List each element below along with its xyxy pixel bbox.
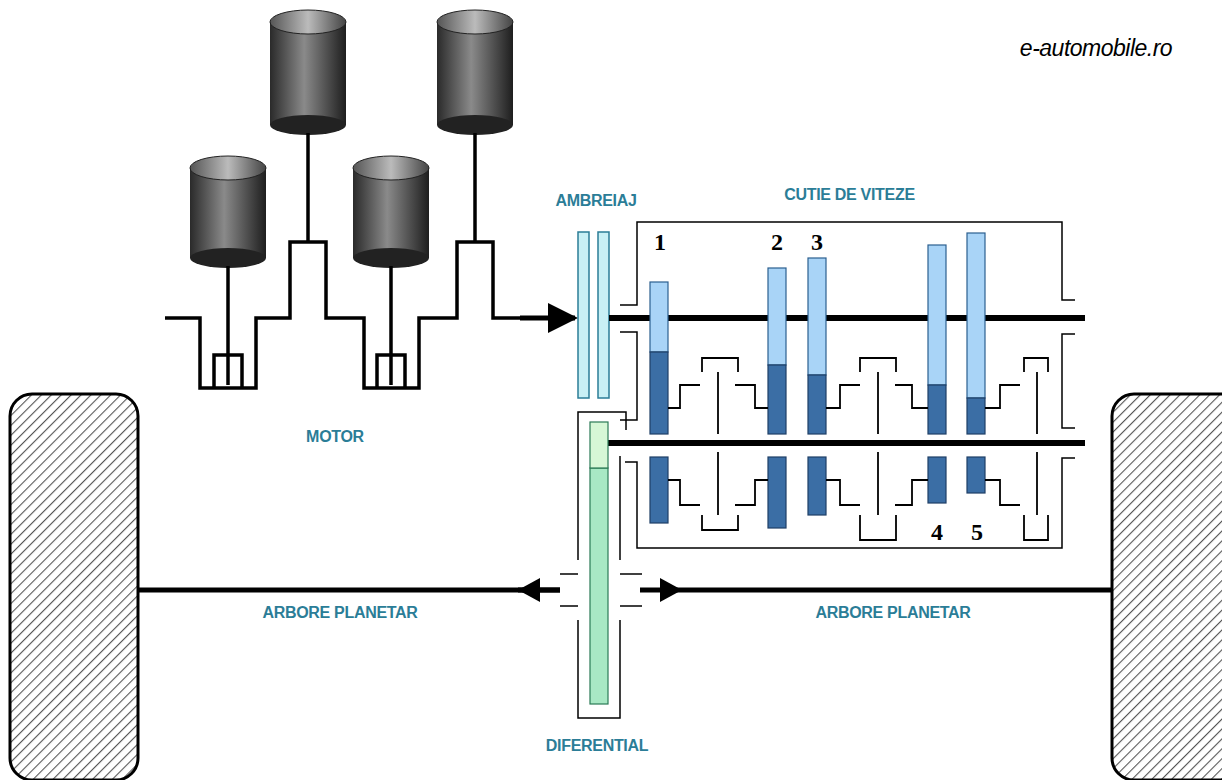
callout-number: 1 (654, 229, 666, 256)
axle-left (138, 588, 560, 593)
part-name: DIFERENTIAL (546, 737, 648, 755)
differential-housing (560, 412, 642, 718)
differential-pinion (590, 422, 608, 468)
callout-number: 2 (771, 229, 783, 256)
driven-gears (650, 352, 985, 528)
crankshaft (165, 133, 560, 388)
gearbox-region: CUTIE DE VITEZE (637, 186, 1062, 548)
clutch-plate (598, 232, 609, 398)
drive-gears (650, 233, 985, 398)
engine-cylinders (190, 10, 513, 268)
part-name: MOTOR (306, 428, 364, 446)
input-shaft (609, 315, 1085, 321)
synchronizers (668, 358, 1048, 540)
part-name: AMBREIAJ (555, 192, 636, 210)
wheel-right (1112, 394, 1222, 780)
wheel-left (10, 394, 138, 780)
axle-right (640, 588, 1112, 593)
axle-stub (518, 588, 560, 593)
output-shaft (608, 440, 1085, 446)
part-name: CUTIE DE VITEZE (637, 186, 1062, 204)
engine-output (520, 316, 575, 321)
part-name: ARBORE PLANETAR (815, 604, 970, 622)
clutch-plate (578, 232, 589, 398)
axle-arrow (660, 578, 682, 602)
part-name: ARBORE PLANETAR (262, 604, 417, 622)
callout-number: 3 (811, 229, 823, 256)
watermark: e-automobile.ro (1020, 35, 1172, 62)
callout-number: 5 (971, 519, 983, 546)
gearbox-housing (620, 222, 1075, 548)
differential-gear (590, 468, 608, 704)
callout-number: 4 (931, 519, 943, 546)
